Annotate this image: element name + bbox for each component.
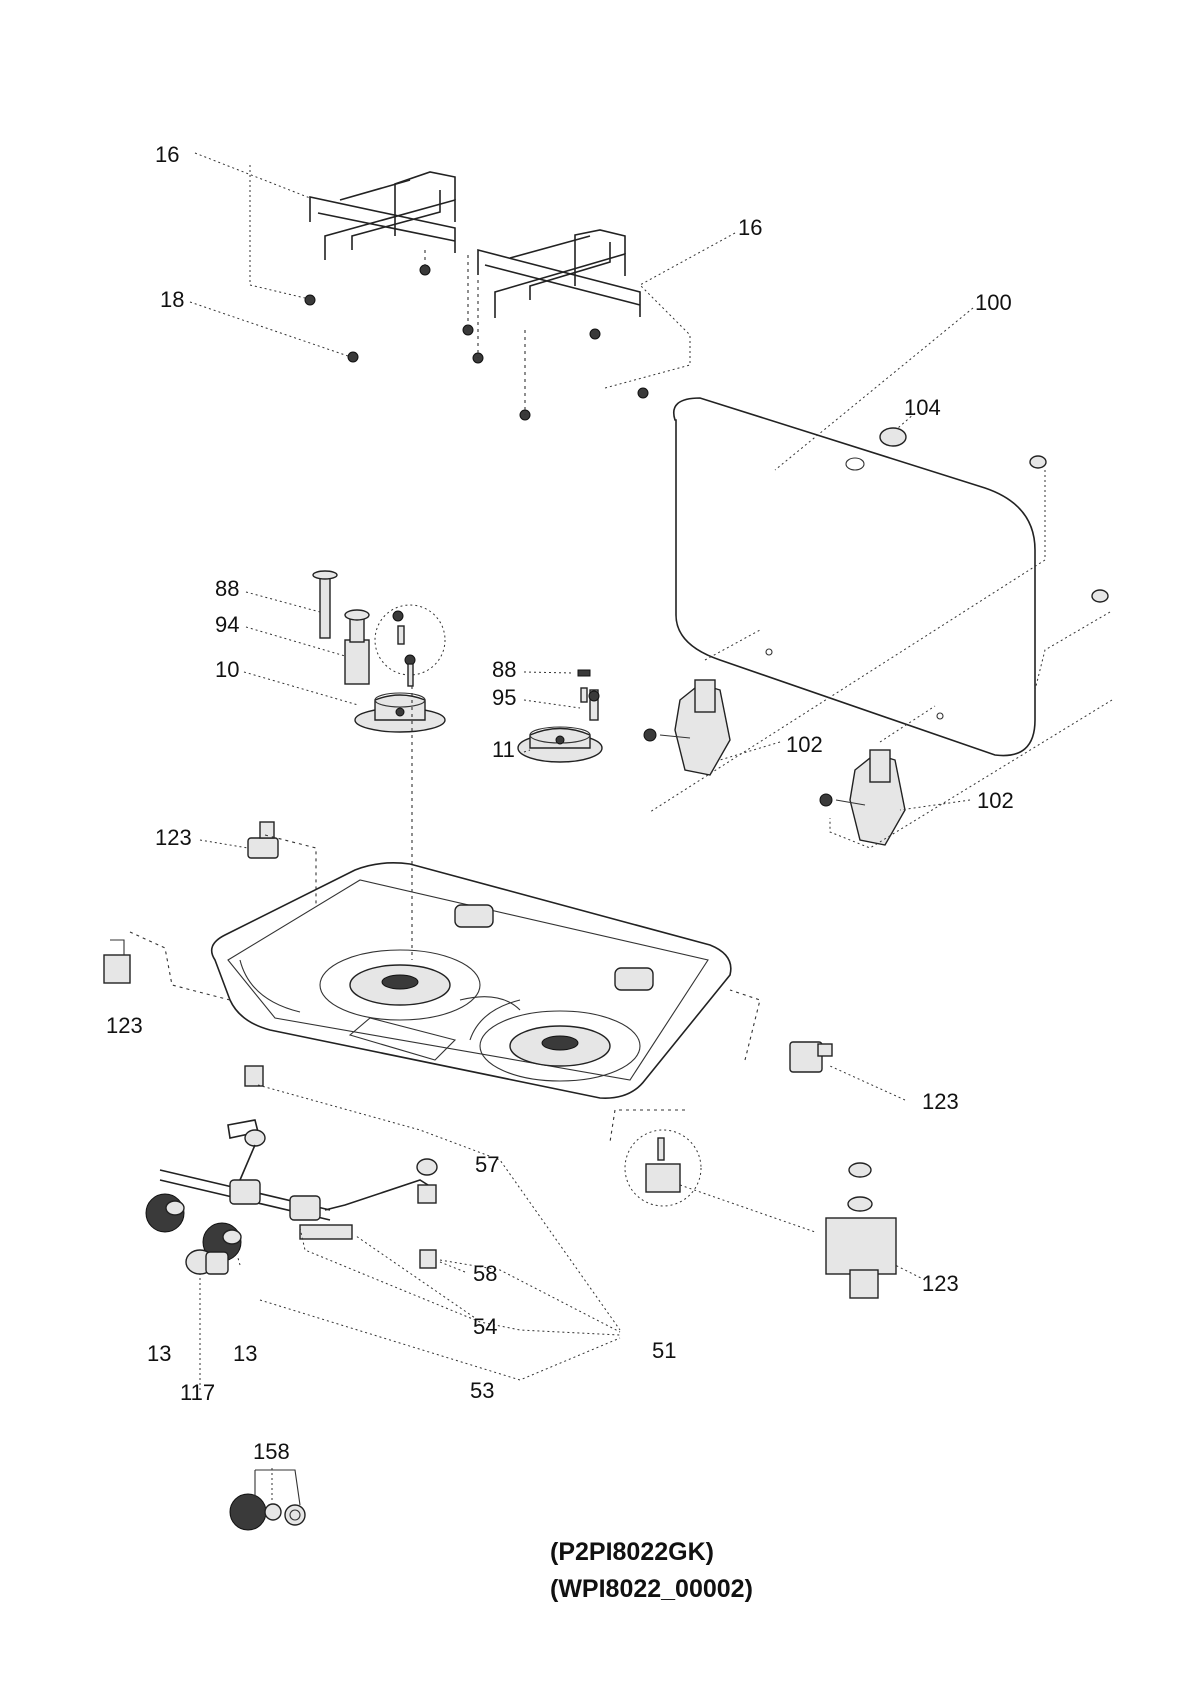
pan-support-left xyxy=(309,171,456,260)
electrode-pair-right xyxy=(577,669,600,721)
clip-123-a xyxy=(247,821,279,859)
igniter-button-117 xyxy=(185,1249,229,1275)
knob-158-kit xyxy=(229,1493,306,1531)
hinge-left xyxy=(643,679,731,776)
thermocouple-88 xyxy=(312,570,338,639)
callout-95-electrode: 95 xyxy=(492,685,516,710)
detail-circle-right xyxy=(624,1129,702,1207)
callout-11-burner: 11 xyxy=(492,737,515,762)
callout-102-hinge-left: 102 xyxy=(786,732,823,757)
burner-11 xyxy=(517,726,603,763)
callout-51: 51 xyxy=(652,1338,676,1363)
igniter-94 xyxy=(344,609,370,685)
burner-10 xyxy=(354,692,446,733)
callout-158-knob-kit: 158 xyxy=(253,1439,290,1464)
callout-16-grid-right: 16 xyxy=(738,215,762,240)
pan-support-right xyxy=(477,229,641,318)
callout-123-clip-bottom: 123 xyxy=(922,1271,959,1296)
callout-13-knob-right: 13 xyxy=(233,1341,257,1366)
callout-13-knob-left: 13 xyxy=(147,1341,171,1366)
callout-104-lid-bumper: 104 xyxy=(904,395,941,420)
callout-88-thermocouple-right: 88 xyxy=(492,657,516,682)
callout-123-clip-left: 123 xyxy=(106,1013,143,1038)
callout-102-hinge-right: 102 xyxy=(977,788,1014,813)
callout-53: 53 xyxy=(470,1378,494,1403)
rubber-feet xyxy=(304,250,649,421)
clip-123-c xyxy=(789,1041,833,1073)
callout-123-clip-top: 123 xyxy=(155,825,192,850)
clip-123-d xyxy=(825,1162,897,1299)
callout-58: 58 xyxy=(473,1261,497,1286)
callout-54: 54 xyxy=(473,1314,497,1339)
callout-117-igniter-button: 117 xyxy=(180,1380,215,1405)
hob-tray xyxy=(210,862,732,1099)
callout-10-burner: 10 xyxy=(215,657,239,682)
detail-circle-left xyxy=(374,604,446,687)
callout-88-thermocouple-left: 88 xyxy=(215,576,239,601)
glass-lid xyxy=(673,397,1109,757)
callout-57: 57 xyxy=(475,1152,499,1177)
model-number: (P2PI8022GK) xyxy=(550,1538,714,1566)
callout-123-clip-right: 123 xyxy=(922,1089,959,1114)
hinge-right xyxy=(819,749,906,846)
knob-13-left xyxy=(145,1193,185,1233)
gas-tap-assembly xyxy=(159,1065,438,1269)
callout-100-glass-lid: 100 xyxy=(975,290,1012,315)
callout-16-grid-left: 16 xyxy=(155,142,179,167)
callout-94-igniter: 94 xyxy=(215,612,239,637)
drawing-id: (WPI8022_00002) xyxy=(550,1575,753,1603)
callout-18-rubber-foot: 18 xyxy=(160,287,184,312)
clip-123-b xyxy=(103,939,131,984)
